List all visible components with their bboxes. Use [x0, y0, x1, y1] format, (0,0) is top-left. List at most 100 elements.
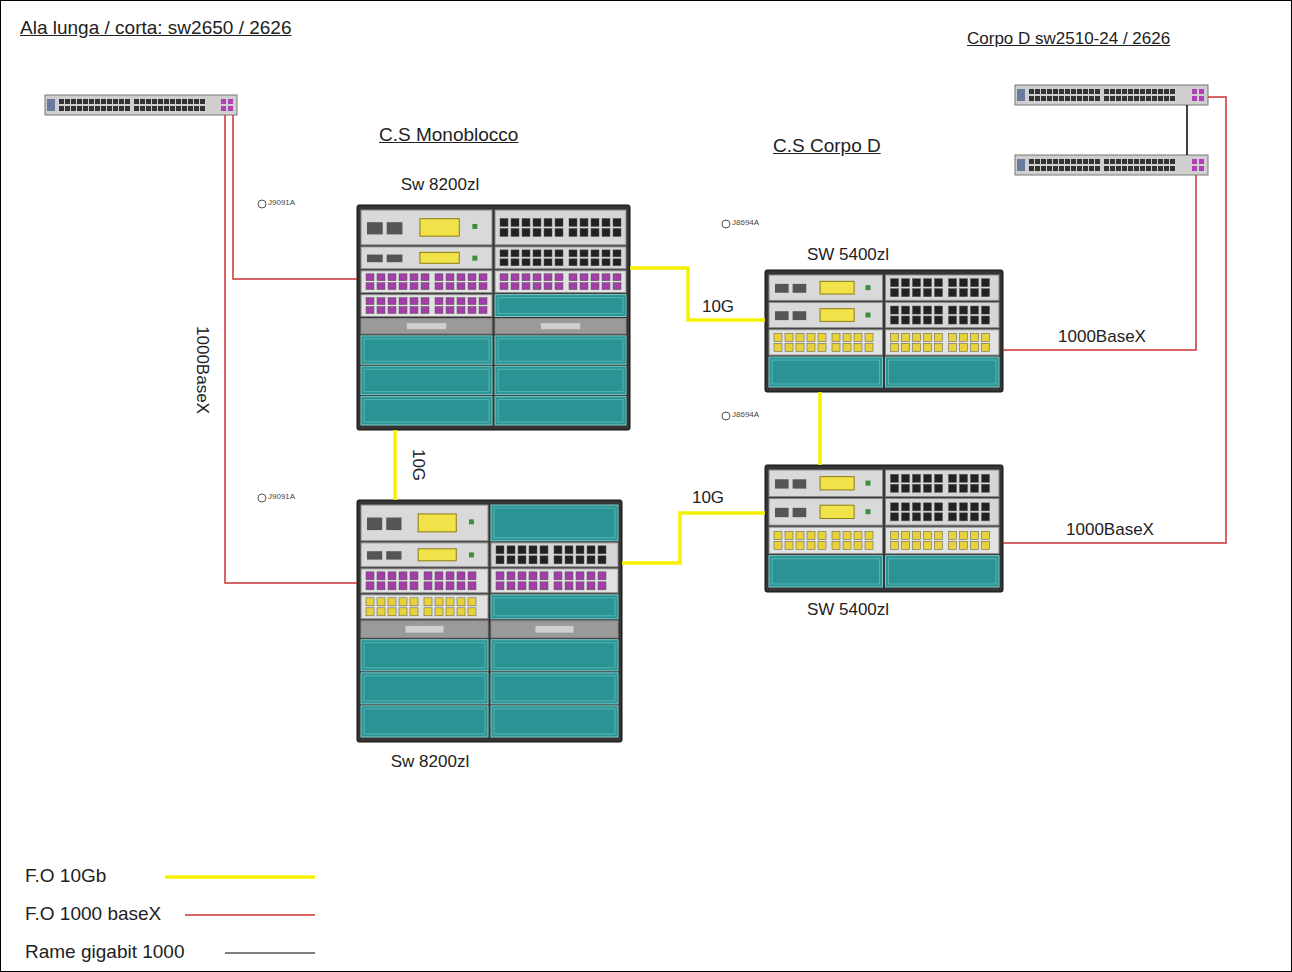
port	[1146, 159, 1151, 164]
port	[960, 513, 968, 521]
port	[446, 274, 454, 281]
port	[435, 298, 443, 305]
port	[95, 99, 100, 104]
port	[134, 99, 139, 104]
uplink-port	[221, 106, 226, 111]
port	[1071, 96, 1076, 101]
port	[832, 541, 840, 549]
port	[529, 582, 537, 590]
port	[522, 218, 530, 226]
port	[529, 572, 537, 580]
port	[152, 99, 157, 104]
port	[89, 99, 94, 104]
port	[435, 283, 443, 290]
module-slot	[361, 366, 492, 394]
port	[902, 316, 910, 324]
uplink-port	[1192, 159, 1197, 164]
port	[785, 333, 793, 341]
port	[576, 582, 584, 590]
port	[971, 541, 979, 549]
chassis-frame	[765, 270, 1003, 392]
port	[1140, 96, 1145, 101]
sfp-slot	[793, 311, 807, 320]
port	[1077, 96, 1082, 101]
port	[913, 484, 921, 492]
sfp-slot	[387, 222, 403, 234]
port	[533, 218, 541, 226]
port	[457, 608, 465, 616]
switch-badge	[47, 99, 55, 111]
port	[1140, 89, 1145, 94]
port	[602, 218, 610, 226]
blank-panel-strip	[498, 339, 623, 361]
port	[479, 283, 487, 290]
port	[935, 316, 943, 324]
port	[935, 333, 943, 341]
port	[598, 582, 606, 590]
module-slot	[491, 621, 618, 638]
port	[1110, 89, 1115, 94]
sfp-slot	[386, 518, 401, 531]
fan-tray-label	[535, 626, 573, 633]
status-led	[865, 509, 870, 514]
port	[1134, 166, 1139, 171]
fiber-10g-link	[622, 513, 765, 563]
port	[544, 283, 552, 290]
port	[796, 541, 804, 549]
port	[410, 598, 418, 606]
xfp-module	[820, 309, 854, 322]
port	[1071, 89, 1076, 94]
port	[796, 333, 804, 341]
port	[1077, 159, 1082, 164]
port	[1122, 166, 1127, 171]
port	[446, 283, 454, 290]
port	[913, 316, 921, 324]
fan-tray-label	[541, 323, 580, 329]
port	[565, 546, 573, 554]
port	[119, 106, 124, 111]
status-led	[865, 481, 870, 486]
port	[1029, 89, 1034, 94]
status-led	[472, 224, 477, 229]
port	[843, 541, 851, 549]
port	[399, 307, 407, 314]
port	[902, 513, 910, 521]
port	[960, 279, 968, 287]
port	[511, 218, 519, 226]
module-slot	[495, 336, 626, 364]
port	[580, 283, 588, 290]
module-slot	[491, 543, 618, 567]
port	[435, 582, 443, 590]
port	[1146, 96, 1151, 101]
port	[399, 283, 407, 290]
port	[424, 582, 432, 590]
sfp-slot	[367, 551, 382, 559]
port	[960, 316, 968, 324]
blank-panel-strip	[364, 369, 489, 391]
port	[602, 250, 610, 257]
status-led	[865, 313, 870, 318]
uplink-port	[1199, 89, 1204, 94]
port	[1152, 89, 1157, 94]
chassis-switch	[357, 205, 630, 430]
port	[113, 106, 118, 111]
port	[200, 99, 205, 104]
port	[774, 343, 782, 351]
module-slot	[361, 505, 488, 541]
port	[424, 572, 432, 580]
port	[1116, 166, 1121, 171]
port	[158, 106, 163, 111]
sfp-slot	[367, 255, 383, 263]
status-led	[469, 552, 474, 557]
port	[949, 513, 957, 521]
port	[1116, 159, 1121, 164]
edge-switch: Ala lunga / corta: sw2650 / 2626	[45, 95, 237, 115]
port	[1095, 89, 1100, 94]
port	[818, 531, 826, 539]
port	[1083, 159, 1088, 164]
port	[832, 343, 840, 351]
fan-tray-label	[407, 323, 446, 329]
port	[818, 343, 826, 351]
port	[533, 259, 541, 266]
